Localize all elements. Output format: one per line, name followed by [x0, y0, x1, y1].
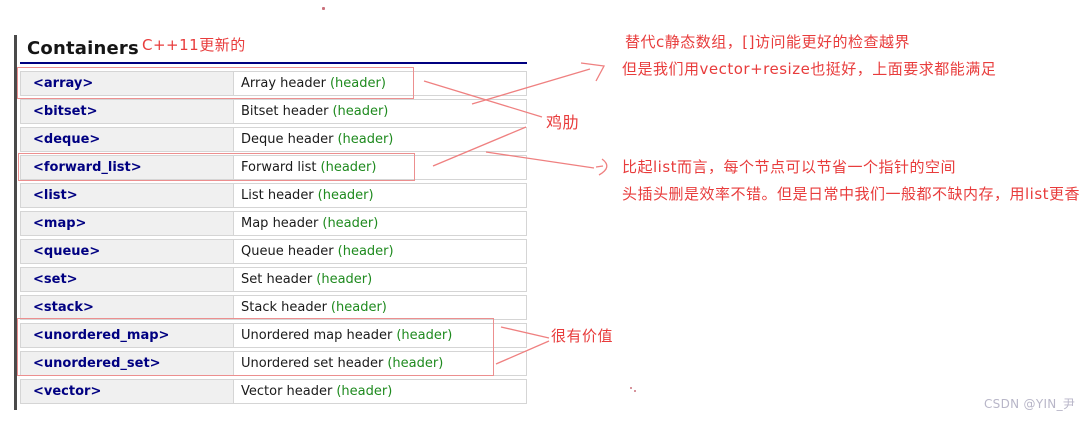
- header-description: Unordered map header(header): [234, 324, 526, 347]
- header-description: Bitset header(header): [234, 100, 526, 123]
- header-desc-text: Set header: [241, 272, 313, 287]
- header-description: List header(header): [234, 184, 526, 207]
- header-link[interactable]: <bitset>: [21, 100, 234, 123]
- highlight-box-array: [17, 67, 414, 99]
- header-link[interactable]: <forward_list>: [21, 156, 234, 179]
- table-row[interactable]: <deque> Deque header(header): [20, 127, 527, 152]
- table-row[interactable]: <map> Map header(header): [20, 211, 527, 236]
- arrowhead-forward-list-note: [595, 158, 608, 176]
- forward-list-annotation-line1: 比起list而言，每个节点可以节省一个指针的空间: [622, 158, 957, 176]
- header-page-link[interactable]: (header): [330, 300, 387, 315]
- header-link[interactable]: <vector>: [21, 380, 234, 403]
- csdn-watermark: CSDN @YIN_尹: [984, 397, 1076, 411]
- highlight-box-forward-list: [18, 153, 415, 181]
- table-row[interactable]: <stack> Stack header(header): [20, 295, 527, 320]
- highlight-box-unordered: [17, 318, 494, 376]
- header-page-link[interactable]: (header): [337, 132, 394, 147]
- header-desc-text: Array header: [241, 76, 326, 91]
- cpp11-annotation: C++11更新的: [142, 36, 246, 54]
- header-desc-text: Unordered set header: [241, 356, 384, 371]
- page-title: Containers: [27, 38, 139, 59]
- header-description: Deque header(header): [234, 128, 526, 151]
- header-description: Vector header(header): [234, 380, 526, 403]
- array-annotation-line2: 但是我们用vector+resize也挺好，上面要求都能满足: [622, 60, 997, 78]
- forward-list-annotation-line2: 头插头删是效率不错。但是日常中我们一般都不缺内存，用list更香: [622, 185, 1081, 203]
- header-page-link[interactable]: (header): [387, 356, 444, 371]
- array-annotation-line1: 替代c静态数组，[]访问能更好的检查越界: [625, 33, 910, 51]
- chicken-ribs-annotation: 鸡肋: [546, 113, 580, 132]
- header-page-link[interactable]: (header): [337, 244, 394, 259]
- header-desc-text: Unordered map header: [241, 328, 393, 343]
- table-row[interactable]: <vector> Vector header(header): [20, 379, 527, 404]
- header-page-link[interactable]: (header): [336, 384, 393, 399]
- header-description: Unordered set header(header): [234, 352, 526, 375]
- header-link[interactable]: <deque>: [21, 128, 234, 151]
- header-desc-text: Deque header: [241, 132, 334, 147]
- header-desc-text: Vector header: [241, 384, 333, 399]
- header-link[interactable]: <queue>: [21, 240, 234, 263]
- header-page-link[interactable]: (header): [317, 188, 374, 203]
- header-description: Queue header(header): [234, 240, 526, 263]
- header-page-link[interactable]: (header): [329, 76, 386, 91]
- header-page-link[interactable]: (header): [320, 160, 377, 175]
- table-row[interactable]: <queue> Queue header(header): [20, 239, 527, 264]
- header-desc-text: Queue header: [241, 244, 334, 259]
- table-row[interactable]: <set> Set header(header): [20, 267, 527, 292]
- header-desc-text: Map header: [241, 216, 319, 231]
- header-link[interactable]: <stack>: [21, 296, 234, 319]
- stray-dot: [630, 387, 632, 389]
- stray-dot: [634, 390, 636, 392]
- header-desc-text: Stack header: [241, 300, 327, 315]
- header-desc-text: List header: [241, 188, 314, 203]
- header-link[interactable]: <unordered_map>: [21, 324, 234, 347]
- header-description: Set header(header): [234, 268, 526, 291]
- arrowhead-array-note: [580, 62, 606, 82]
- header-description: Map header(header): [234, 212, 526, 235]
- header-page-link[interactable]: (header): [322, 216, 379, 231]
- header-page-link[interactable]: (header): [316, 272, 373, 287]
- stray-dot: [322, 7, 325, 10]
- header-link[interactable]: <map>: [21, 212, 234, 235]
- table-row[interactable]: <unordered_map> Unordered map header(hea…: [20, 323, 527, 348]
- header-description: Forward list(header): [234, 156, 526, 179]
- quote-bar: [14, 35, 17, 410]
- table-row[interactable]: <unordered_set> Unordered set header(hea…: [20, 351, 527, 376]
- header-page-link[interactable]: (header): [396, 328, 453, 343]
- header-page-link[interactable]: (header): [332, 104, 389, 119]
- header-desc-text: Bitset header: [241, 104, 329, 119]
- header-link[interactable]: <array>: [21, 72, 234, 95]
- table-row[interactable]: <bitset> Bitset header(header): [20, 99, 527, 124]
- header-link[interactable]: <list>: [21, 184, 234, 207]
- header-description: Array header(header): [234, 72, 526, 95]
- header-desc-text: Forward list: [241, 160, 317, 175]
- header-link[interactable]: <unordered_set>: [21, 352, 234, 375]
- header-link[interactable]: <set>: [21, 268, 234, 291]
- unordered-annotation: 很有价值: [551, 327, 614, 345]
- title-underline: [20, 62, 527, 64]
- header-description: Stack header(header): [234, 296, 526, 319]
- table-row[interactable]: <list> List header(header): [20, 183, 527, 208]
